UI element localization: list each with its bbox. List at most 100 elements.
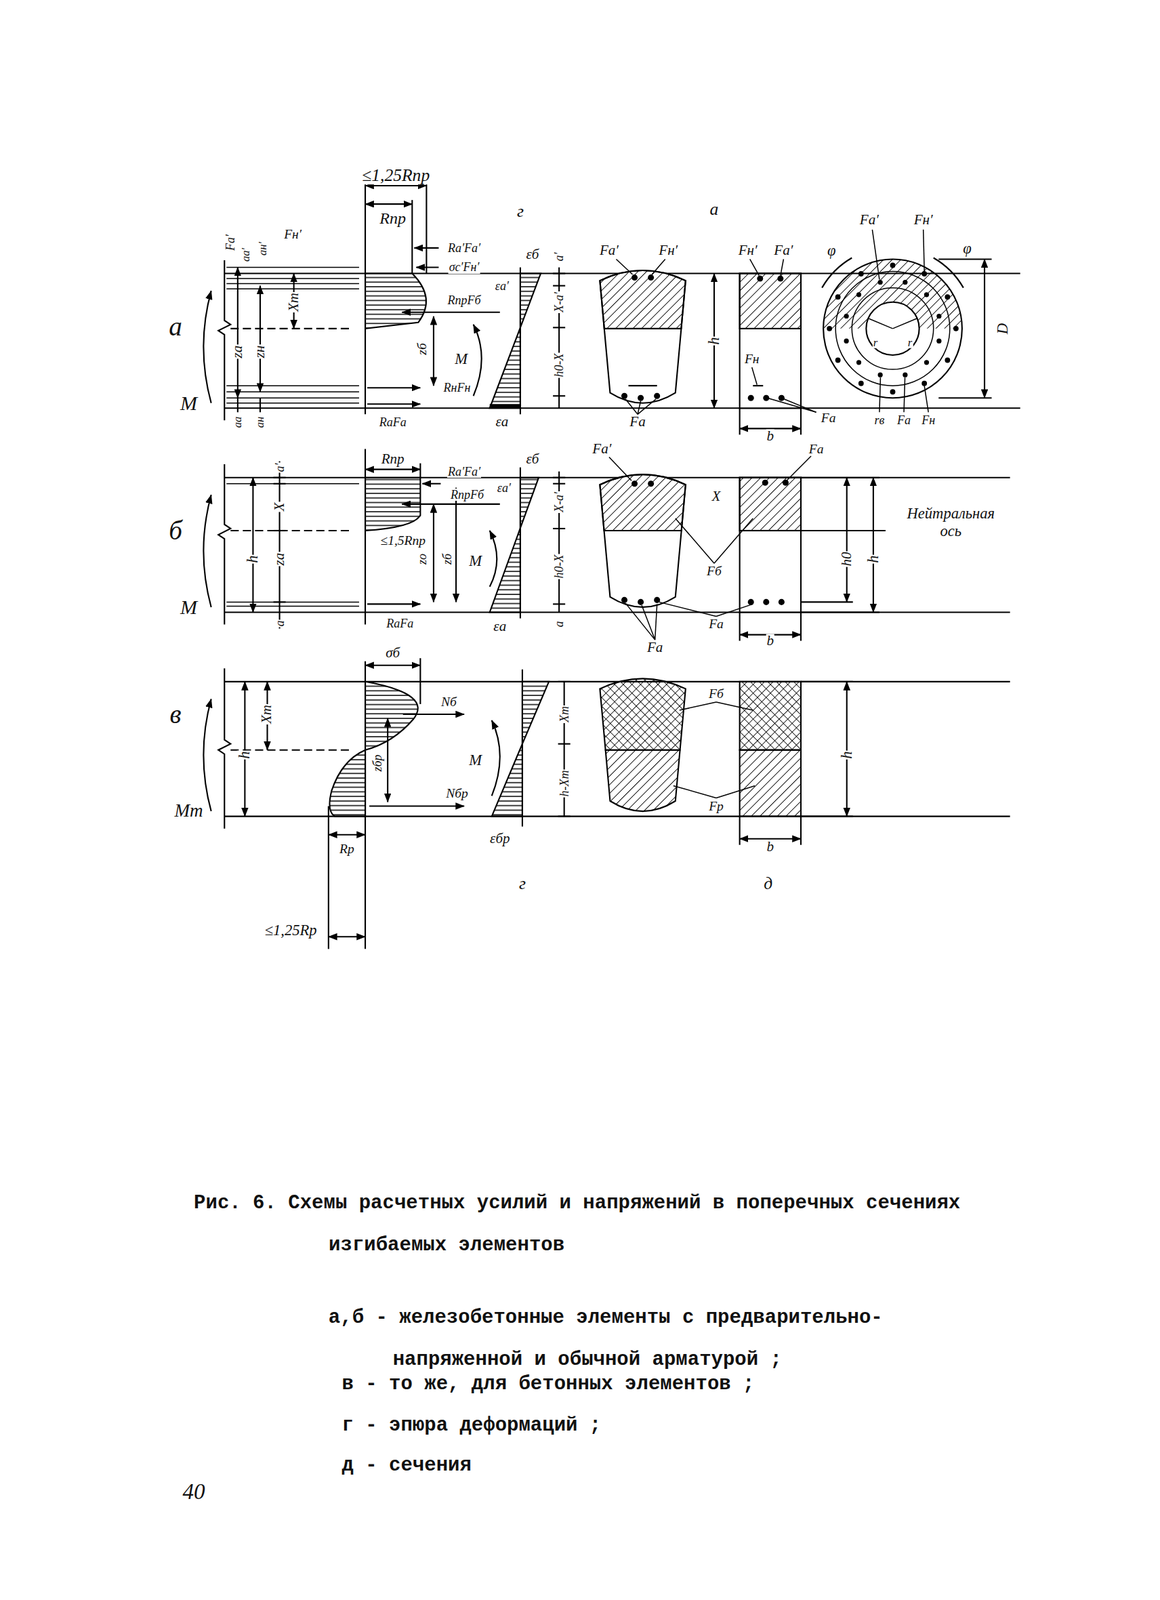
figure-label: σб [384, 645, 401, 660]
caption-line: г - эпюра деформаций ; [341, 1404, 1056, 1447]
figure-label: zо [416, 552, 429, 566]
figure-label: zб [416, 342, 430, 356]
figure-caption: Рис. 6. Схемы расчетных усилий и напряже… [193, 1182, 1074, 1267]
figure-label: а′ [273, 462, 286, 473]
figure-label: Fн′ [737, 243, 759, 259]
figure-label: RаFа [378, 416, 408, 429]
figure-label: Хт [260, 703, 275, 725]
figure-label: Х [272, 502, 287, 513]
figure-label: r [907, 337, 913, 349]
figure-label: М [453, 351, 469, 368]
figure-label: Нейтральная ось [894, 504, 1009, 541]
figure-label: b [766, 429, 776, 444]
figure-label: D [995, 322, 1011, 335]
figure-label: в [168, 700, 182, 728]
figure-label: Хт [286, 292, 301, 313]
figure-label: RпрFб [447, 294, 482, 307]
figure-label: b [766, 633, 776, 648]
figure-label: Fа′ [773, 243, 794, 259]
caption-line: в - то же, для бетонных элементов ; [341, 1363, 1056, 1406]
figure-label: h [706, 336, 723, 345]
figure-label: h0-Х [552, 352, 566, 378]
figure-label: М [179, 392, 198, 414]
figure-label: 40 [182, 1480, 206, 1503]
figure-label: Х-а′ [552, 291, 566, 314]
figure-label: г [516, 202, 525, 221]
figure-label: Fа [820, 411, 837, 426]
figure-label: εб [525, 247, 541, 263]
caption-line: а,б - железобетонные элементы с предвари… [328, 1296, 985, 1381]
figure-label: аа [232, 416, 244, 429]
figure-label: Fр [708, 799, 725, 814]
figure-label: RаFа [385, 617, 414, 630]
figure-label: εбр [489, 831, 511, 846]
figure-label: Fа [896, 413, 912, 427]
figure-label: Nб [440, 695, 458, 709]
figure-label: h [237, 750, 253, 760]
figure-label: Fа′ [591, 441, 612, 457]
figure-label: σс′Fн′ [448, 260, 481, 274]
figure-label: Fа [628, 415, 646, 430]
figure-label: zа [230, 344, 245, 360]
figure-label: εа′ [494, 279, 510, 293]
figure-label: аа′ [240, 247, 253, 263]
figure-label: Rр [338, 842, 356, 856]
figure-label: h [865, 554, 882, 564]
figure-label: Rа′Fа′ [447, 241, 482, 255]
figure-label: φ [826, 243, 837, 259]
figure-label: а [168, 313, 183, 340]
figure-label: Fа′ [598, 243, 620, 259]
figure-label: Rпр [380, 451, 406, 467]
figure-label: Мт [173, 801, 204, 820]
figure-label: Fа′ [859, 213, 880, 228]
figure-label: h [838, 750, 855, 760]
figure-label: Fб [708, 687, 725, 701]
figure-label: М [468, 752, 483, 768]
figure-label: Fн′ [657, 243, 679, 259]
figure-label: h [245, 554, 261, 564]
figure-label: h-Хт [558, 769, 571, 798]
figure-label: Х [711, 489, 722, 505]
figure-label: εа′ [496, 481, 512, 494]
figure-label: Rпр [378, 210, 407, 227]
figure-label: zн [252, 344, 267, 360]
figure-label: г [518, 874, 527, 893]
figure-label: Nбр [445, 787, 469, 801]
figure-label: b [766, 839, 776, 854]
figure-label: ≤1,25Rпр [361, 166, 431, 185]
figure-label: Fн′ [913, 213, 934, 228]
figure-label: h0 [839, 551, 854, 568]
figure-label: а [552, 620, 566, 629]
figure-label: Fа [646, 640, 664, 656]
figure-label: ан′ [257, 241, 269, 257]
figure-label: Х-а′ [552, 491, 566, 513]
figure-label: Fн′ [283, 228, 303, 242]
figure-label: Хт [558, 705, 571, 723]
figure-label: εа [494, 415, 509, 430]
figure-label: б [168, 516, 183, 544]
figure-label: φ [962, 241, 973, 257]
figure-label: М [468, 553, 483, 570]
figure-label: Fн [743, 352, 761, 366]
figure-label: εб [525, 451, 541, 467]
figure-label: а [273, 619, 286, 627]
figure-label: zа [272, 552, 287, 567]
figure-label: а′ [552, 252, 566, 263]
figure-label: Fа [808, 442, 825, 457]
figure-label: д [762, 874, 774, 893]
figure-label: rв [873, 413, 885, 427]
figure-label: Fб [706, 564, 723, 578]
figure-label: ан [254, 416, 267, 429]
figure-label: zбр [371, 754, 384, 773]
figure-label: Fа′ [224, 233, 237, 252]
figure-label: RпрFб [449, 488, 485, 501]
figure-label: h0-Х [552, 553, 566, 579]
figure-label: М [179, 596, 198, 618]
figure-label: а [709, 200, 720, 219]
figure-label: ≤1,25Rр [264, 922, 318, 939]
caption-line: д - сечения [341, 1444, 1056, 1487]
figure-label: Rа′Fа′ [447, 465, 482, 478]
figure-label: RнFн [443, 381, 472, 394]
figure-label: εа [492, 619, 507, 634]
figure-label: r [872, 337, 879, 349]
